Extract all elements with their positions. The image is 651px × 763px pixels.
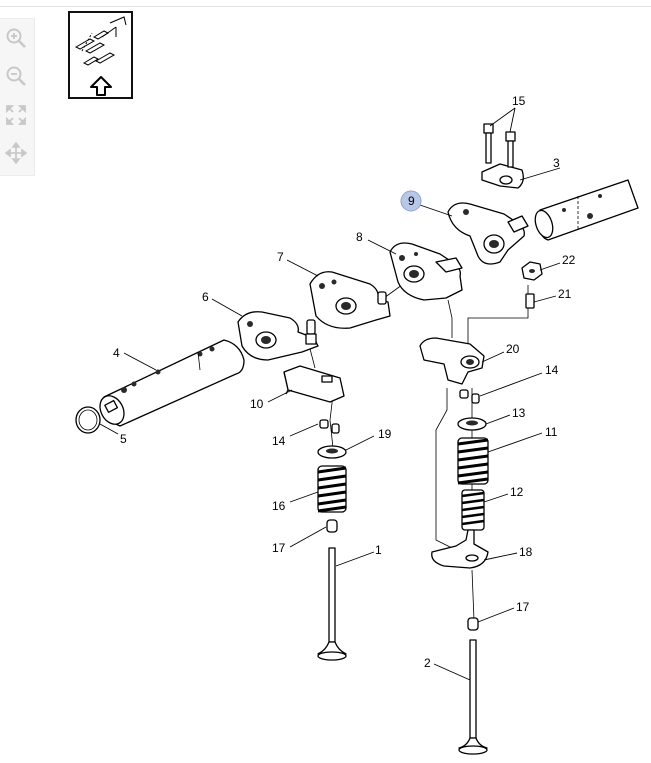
- pan-button[interactable]: [2, 138, 30, 168]
- part-15-bolts[interactable]: [483, 123, 516, 168]
- part-20-valve-bridge[interactable]: [419, 337, 485, 385]
- part-2-valve[interactable]: [458, 639, 488, 755]
- zoom-out-icon: [6, 66, 26, 86]
- callout-9-highlight: [400, 190, 422, 212]
- callout-13[interactable]: 13: [512, 406, 526, 420]
- callout-8[interactable]: 8: [356, 230, 363, 244]
- move-icon: [5, 142, 27, 164]
- part-17-valve-stem-seal-left[interactable]: [326, 519, 338, 533]
- thumbnail-navigator[interactable]: [68, 11, 133, 99]
- part-1-valve[interactable]: [317, 547, 347, 661]
- part-17-valve-stem-seal-right[interactable]: [467, 617, 479, 631]
- callout-18[interactable]: 18: [519, 545, 533, 559]
- callout-14-left[interactable]: 14: [272, 434, 286, 448]
- part-18-spring-seat[interactable]: [431, 529, 489, 569]
- callout-17-right[interactable]: 17: [516, 600, 530, 614]
- callout-14-right[interactable]: 14: [545, 363, 559, 377]
- callout-10[interactable]: 10: [250, 397, 264, 411]
- part-7-rocker-arm[interactable]: [309, 271, 391, 329]
- callout-5[interactable]: 5: [120, 432, 127, 446]
- callout-labels: 15 3 9 8 7 6 4 5 10 14 19 16 17 1 22 21 …: [113, 94, 576, 670]
- callout-6[interactable]: 6: [202, 290, 209, 304]
- zoom-out-button[interactable]: [2, 61, 30, 91]
- callout-22[interactable]: 22: [562, 253, 576, 267]
- thumbnail-preview: [74, 16, 127, 66]
- callout-16[interactable]: 16: [272, 499, 286, 513]
- part-13-spring-retainer[interactable]: [457, 417, 487, 431]
- part-rocker-shaft-right[interactable]: [532, 179, 639, 241]
- part-22-nut[interactable]: [521, 261, 543, 281]
- zoom-in-icon: [6, 28, 26, 48]
- part-10-valve-bridge[interactable]: [283, 365, 345, 403]
- part-6-rocker-arm[interactable]: [237, 311, 319, 361]
- callout-3[interactable]: 3: [553, 156, 560, 170]
- part-3-bracket[interactable]: [481, 163, 524, 189]
- callout-15[interactable]: 15: [512, 94, 526, 108]
- part-21-pin[interactable]: [525, 293, 535, 309]
- callout-11[interactable]: 11: [545, 425, 558, 439]
- part-19-spring-retainer[interactable]: [317, 445, 347, 459]
- callout-17-left[interactable]: 17: [272, 541, 286, 555]
- arrow-up-icon: [90, 76, 112, 96]
- callout-4[interactable]: 4: [113, 346, 120, 360]
- part-12-valve-spring-inner[interactable]: [461, 489, 485, 531]
- top-divider: [0, 6, 651, 7]
- part-9-rocker-arm[interactable]: [447, 202, 529, 265]
- part-14-valve-keepers-right[interactable]: [459, 389, 480, 404]
- part-11-valve-spring-outer[interactable]: [457, 437, 489, 485]
- part-16-valve-spring[interactable]: [317, 465, 347, 513]
- fit-to-screen-button[interactable]: [2, 100, 30, 130]
- callout-20[interactable]: 20: [506, 342, 520, 356]
- zoom-toolbar: [0, 18, 35, 176]
- callout-9[interactable]: 9: [408, 194, 415, 208]
- callout-1[interactable]: 1: [375, 543, 382, 557]
- expand-icon: [6, 105, 26, 125]
- callout-21[interactable]: 21: [558, 287, 572, 301]
- part-8-rocker-arm[interactable]: [389, 242, 463, 301]
- callout-2[interactable]: 2: [424, 656, 431, 670]
- callout-leader-lines: [99, 107, 561, 681]
- part-5-plug[interactable]: [75, 406, 101, 434]
- part-14-valve-keepers-left[interactable]: [319, 419, 340, 434]
- callout-7[interactable]: 7: [277, 250, 284, 264]
- callout-19[interactable]: 19: [378, 427, 392, 441]
- zoom-in-button[interactable]: [2, 23, 30, 53]
- part-4-rocker-shaft[interactable]: [95, 339, 245, 428]
- callout-12[interactable]: 12: [510, 485, 524, 499]
